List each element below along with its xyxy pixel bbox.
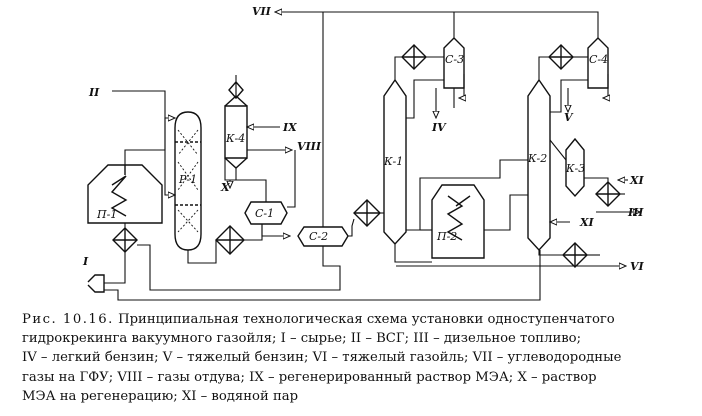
heat-exchanger-k3 — [595, 181, 621, 207]
label-stream-viii: VIII — [297, 140, 322, 153]
heat-exchanger-k2-bottom — [562, 242, 588, 268]
label-stream-ii: II — [88, 86, 100, 99]
label-stream-i: I — [82, 255, 89, 268]
label-column-k3: К-3 — [565, 162, 585, 175]
figure-number: Рис. 10.16. — [22, 312, 114, 327]
stream-labels: I II III IV V VI VII VIII IX X XI XI — [82, 5, 645, 273]
caption-line-2: гидрокрекинга вакуумного газойля; I – сы… — [22, 331, 582, 347]
label-column-k4: К-4 — [225, 132, 245, 145]
label-column-k1: К-1 — [383, 155, 403, 168]
label-stream-iii: III — [627, 206, 644, 219]
label-stream-x: X — [220, 181, 230, 194]
unit-labels: П-1 Р-1 К-4 С-1 С-2 С-3 С-4 К-1 К-2 К-3 … — [96, 53, 608, 243]
separator-c1 — [244, 201, 288, 225]
drum-c3 — [443, 37, 465, 89]
furnace-p1 — [87, 164, 163, 224]
label-reactor-p1: Р-1 — [178, 173, 197, 186]
label-stream-ix: IX — [282, 121, 297, 134]
process-flow-diagram: П-1 Р-1 К-4 С-1 С-2 С-3 С-4 К-1 К-2 К-3 … — [82, 5, 645, 301]
reactor-p1 — [174, 111, 202, 251]
label-column-k2: К-2 — [527, 152, 547, 165]
label-stream-vii: VII — [252, 5, 272, 18]
caption-title: Принципиальная технологическая схема уст… — [118, 312, 615, 327]
furnace-p2 — [431, 184, 485, 259]
condenser-k1 — [401, 44, 427, 70]
label-separator-c1: С-1 — [255, 207, 274, 220]
condenser-k2 — [548, 44, 574, 70]
label-drum-c4: С-4 — [589, 53, 608, 66]
label-stream-xi-upper: XI — [629, 174, 645, 187]
drum-c4 — [587, 37, 609, 89]
label-furnace-p1: П-1 — [96, 208, 117, 221]
figure-caption: Рис. 10.16. Принципиальная технологическ… — [22, 310, 694, 406]
caption-line-1: Рис. 10.16. Принципиальная технологическ… — [22, 310, 694, 329]
pump-feed — [87, 274, 105, 293]
label-stream-v: V — [564, 111, 574, 124]
caption-line-4: газы на ГФУ; VIII – газы отдува; IX – ре… — [22, 369, 597, 385]
heat-exchanger-k1-feed — [353, 199, 381, 227]
heat-exchanger-reactor-outlet — [215, 225, 245, 255]
label-stream-xi-lower: XI — [579, 216, 595, 229]
label-drum-c3: С-3 — [445, 53, 464, 66]
column-k2 — [527, 78, 551, 252]
caption-line-5: МЭА на регенерацию; XI – водяной пар — [22, 388, 299, 404]
piping — [104, 12, 640, 301]
label-stream-vi: VI — [630, 260, 645, 273]
caption-line-3: IV – легкий бензин; V – тяжелый бензин; … — [22, 350, 622, 366]
column-k3 — [565, 137, 585, 198]
heat-exchanger-feed — [112, 227, 138, 253]
label-furnace-p2: П-2 — [436, 230, 457, 243]
label-stream-iv: IV — [431, 121, 447, 134]
label-separator-c2: С-2 — [309, 230, 328, 243]
